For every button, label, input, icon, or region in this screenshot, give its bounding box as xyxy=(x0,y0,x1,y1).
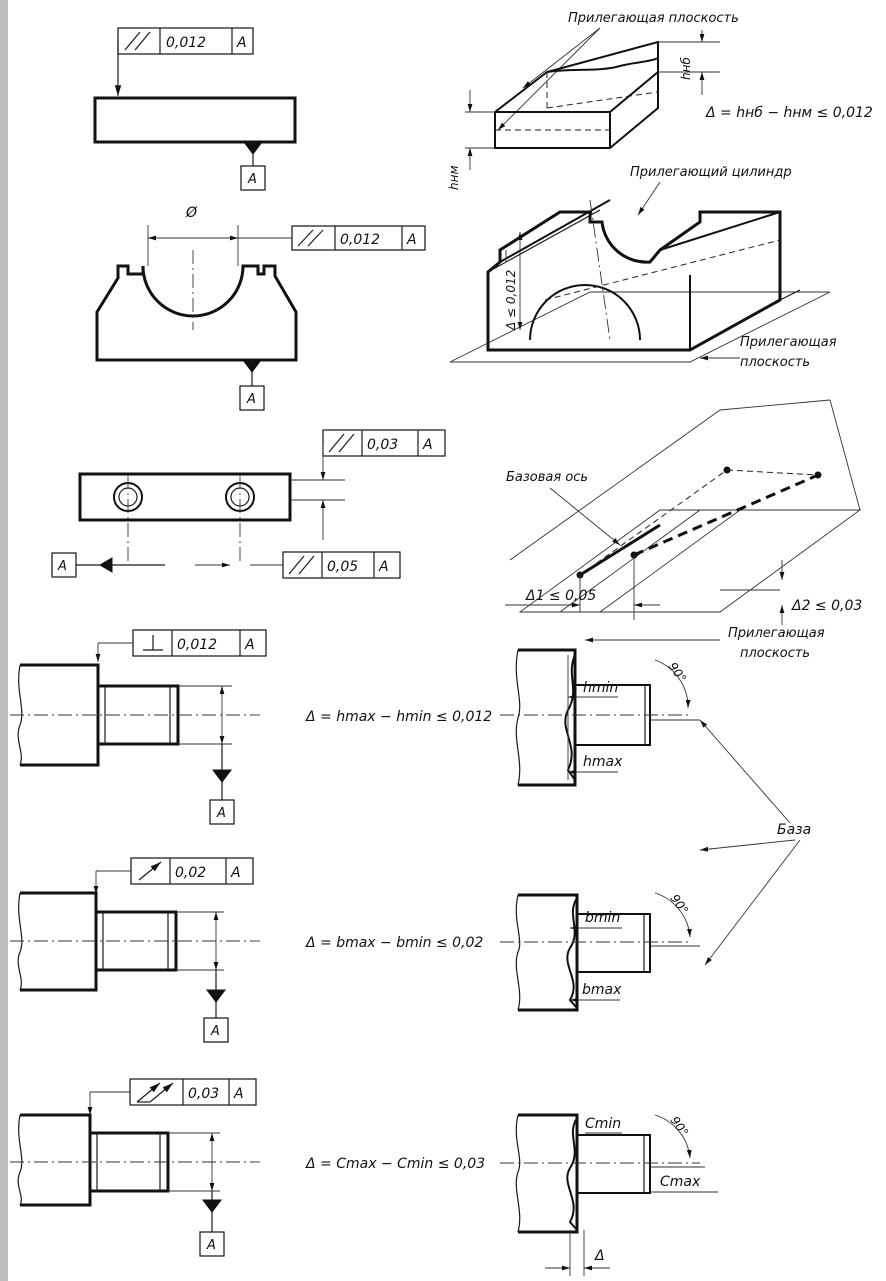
row1-left-bar: 0,012 A A xyxy=(93,27,297,191)
tolerance-frame-1 xyxy=(117,27,254,55)
perpendicularity-icon xyxy=(143,635,163,651)
diameter-symbol: Ø xyxy=(185,205,198,221)
delta2-formula: Δ2 ≤ 0,03 xyxy=(791,598,862,614)
formula-row5: Δ = bmax − bmin ≤ 0,02 xyxy=(305,935,483,951)
tolerance-frame-2 xyxy=(291,225,426,251)
ublock-part xyxy=(95,264,298,362)
runout-icon xyxy=(138,861,162,881)
row6-left-shaft: 0,03 A A Δ = Cmax − Cmin ≤ 0,03 xyxy=(10,1078,485,1257)
row4-left-shaft: 0,012 A A Δ = hmax − hmin ≤ 0,012 xyxy=(10,629,492,825)
h-nb-label: hнб xyxy=(679,57,693,80)
datum-box-2 xyxy=(239,385,265,411)
h-max-label: hmax xyxy=(583,754,623,770)
b-min-label: bmin xyxy=(585,910,620,926)
tolerance-frame-4 xyxy=(282,551,401,579)
parallelism-icon xyxy=(124,31,151,51)
h-min-label: hmin xyxy=(583,680,618,696)
row3-right-axes: Базовая ось Δ1 ≤ 0,05 Δ2 ≤ 0,03 xyxy=(505,399,862,625)
plate-part xyxy=(78,472,292,522)
delta1-formula: Δ1 ≤ 0,05 xyxy=(525,588,596,604)
formula-row4: Δ = hmax − hmin ≤ 0,012 xyxy=(305,709,492,725)
frame-6-datum: A xyxy=(230,865,241,881)
adjacent-plane-top-label: Прилегающая плоскость xyxy=(568,11,739,26)
frame-3-datum: A xyxy=(422,437,433,453)
delta-cyl-label: Δ ≤ 0,012 xyxy=(504,270,518,331)
base-axis-line xyxy=(579,523,661,577)
angle-label-6: 90° xyxy=(668,1114,692,1139)
datum-7-label: A xyxy=(206,1238,216,1253)
row5-left-shaft: 0,02 A A Δ = bmax − bmin ≤ 0,02 xyxy=(10,857,483,1043)
row6-right-detail: Cmin Cmax 90° Δ xyxy=(500,1113,718,1276)
row2-right-3d-block: Прилегающий цилиндр Δ ≤ 0,012 Прилегающа… xyxy=(449,165,837,370)
row1-right-box: Прилегающая плоскость hнм hнб Δ = hнб − … xyxy=(447,11,873,190)
frame-7-datum: A xyxy=(233,1086,244,1102)
frame-1-value: 0,012 xyxy=(166,35,206,51)
adjacent-plane-3-line1: Прилегающая xyxy=(728,626,825,641)
adjacent-plane-2-line2: плоскость xyxy=(740,355,810,370)
adjacent-plane-3-line2: плоскость xyxy=(740,646,810,661)
datum-6-label: A xyxy=(210,1024,220,1039)
base-label: База xyxy=(777,822,811,838)
datum-box-7 xyxy=(199,1231,225,1257)
formula-row6: Δ = Cmax − Cmin ≤ 0,03 xyxy=(305,1156,485,1172)
frame-6-value: 0,02 xyxy=(175,865,206,881)
frame-4-value: 0,05 xyxy=(327,559,358,575)
row3-left-plate: 0,03 A A 0,05 A xyxy=(51,429,446,579)
adjacent-cylinder-label: Прилегающий цилиндр xyxy=(630,165,792,180)
adjacent-plane-2-line1: Прилегающая xyxy=(740,335,837,350)
formula-row1: Δ = hнб − hнм ≤ 0,012 xyxy=(705,105,873,121)
delta-small-label: Δ xyxy=(594,1248,605,1264)
frame-2-datum: A xyxy=(406,232,417,248)
frame-2-value: 0,012 xyxy=(340,232,380,248)
datum-3-label: A xyxy=(57,559,67,574)
c-min-label: Cmin xyxy=(585,1116,621,1132)
datum-5-label: A xyxy=(216,806,226,821)
datum-box-5 xyxy=(209,799,235,825)
page-edge xyxy=(0,0,8,1281)
datum-box-1 xyxy=(240,165,266,191)
datum-2-label: A xyxy=(246,392,256,407)
frame-5-datum: A xyxy=(244,637,255,653)
row5-right-detail: bmin bmax 90° xyxy=(500,892,700,1012)
angle-label-4: 90° xyxy=(666,660,690,685)
datum-box-3 xyxy=(51,552,77,578)
c-max-label: Cmax xyxy=(660,1174,701,1190)
total-runout-icon xyxy=(136,1082,174,1103)
b-max-label: bmax xyxy=(582,982,622,998)
frame-7-value: 0,03 xyxy=(188,1086,219,1102)
datum-triangle-1 xyxy=(243,141,263,155)
base-axis-label: Базовая ось xyxy=(506,470,588,485)
frame-3-value: 0,03 xyxy=(367,437,398,453)
row4-right-detail: hmin hmax 90° Прилегающая плоскость База xyxy=(500,626,825,966)
frame-1-datum: A xyxy=(236,35,247,51)
h-nm-label: hнм xyxy=(447,165,461,190)
row2-left-ublock: Ø 0,012 A A xyxy=(95,205,426,411)
bar-part xyxy=(93,96,297,144)
datum-box-6 xyxy=(203,1017,229,1043)
frame-5-value: 0,012 xyxy=(177,637,217,653)
adjacent-plane-sheet xyxy=(449,291,831,363)
datum-1-label: A xyxy=(247,172,257,187)
angle-label-5: 90° xyxy=(668,892,692,917)
frame-4-datum: A xyxy=(378,559,389,575)
